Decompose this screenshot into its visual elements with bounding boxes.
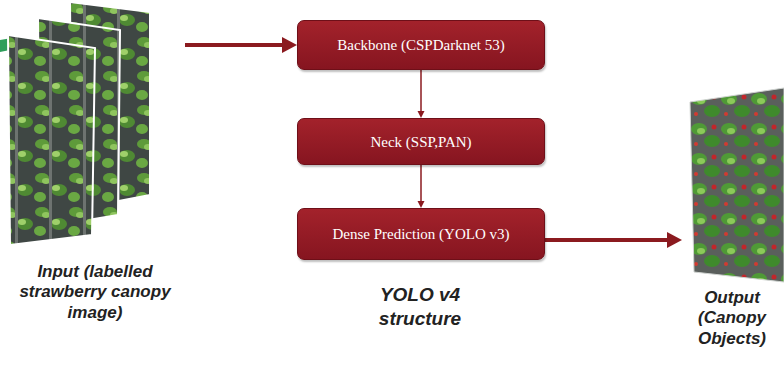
image-node: Output (Canopy Objects) [682,95,782,355]
box-label: Dense Prediction (YOLO v3) [332,225,509,243]
arrow-head [418,201,425,208]
arrow-shaft [545,238,668,242]
image-caption: Output (Canopy Objects) [682,288,782,349]
box-label: Backbone (CSPDarknet 53) [337,36,504,54]
flow-arrow [545,232,682,248]
flow-arrow [185,37,297,53]
arrow-head [282,37,297,53]
flow-arrow [418,70,425,118]
arrow-head [418,111,425,118]
box-label: Neck (SSP,PAN) [370,133,471,151]
process-box: Dense Prediction (YOLO v3) [297,208,545,260]
arrow-shaft [185,43,283,47]
flow-arrow [418,165,425,208]
image-node: Input (labelled strawberry canopy image) [5,0,185,345]
image-caption: Input (labelled strawberry canopy image) [5,262,185,323]
process-box: Neck (SSP,PAN) [297,118,545,165]
process-box: Backbone (CSPDarknet 53) [297,20,545,70]
arrow-shaft [420,165,422,202]
structure-label: YOLO v4 structure [350,283,490,331]
arrow-shaft [420,70,422,112]
arrow-head [667,232,682,248]
